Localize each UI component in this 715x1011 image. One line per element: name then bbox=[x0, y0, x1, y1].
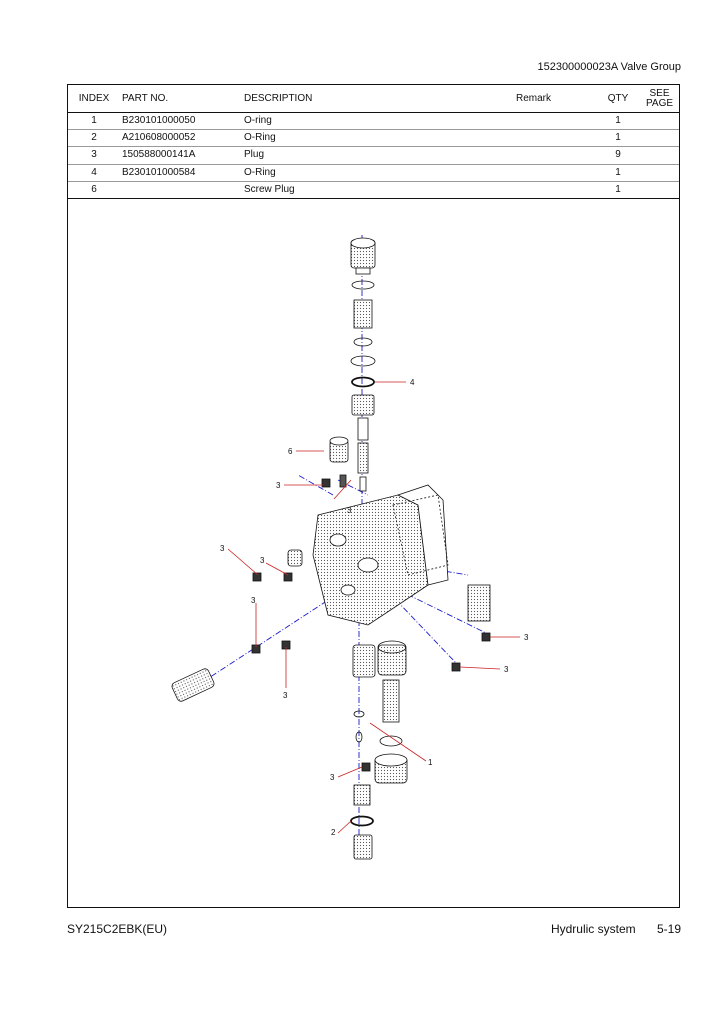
cell-see-page bbox=[640, 129, 679, 148]
cell-remark bbox=[514, 164, 596, 182]
col-qty: QTY bbox=[596, 85, 640, 113]
callout-3: 3 bbox=[504, 665, 509, 674]
table-header-row: INDEX PART NO. DESCRIPTION Remark QTY SE… bbox=[68, 85, 679, 113]
callout-3: 3 bbox=[330, 773, 335, 782]
cell-index: 4 bbox=[68, 164, 120, 182]
cell-qty: 1 bbox=[596, 181, 640, 199]
callout-3: 3 bbox=[524, 633, 529, 642]
valve-parts bbox=[171, 237, 491, 860]
cell-part-no: B230101000050 bbox=[120, 112, 242, 131]
cell-index: 1 bbox=[68, 112, 120, 131]
callout-labels: 4 6 3 3 3 3 3 3 3 3 3 1 2 bbox=[220, 378, 529, 837]
cell-description: O-Ring bbox=[242, 129, 514, 148]
callout-3: 3 bbox=[220, 544, 225, 553]
parts-table: INDEX PART NO. DESCRIPTION Remark QTY SE… bbox=[68, 85, 679, 199]
col-see-page-line2: PAGE bbox=[645, 97, 674, 109]
cell-remark bbox=[514, 181, 596, 199]
cell-qty: 9 bbox=[596, 146, 640, 165]
leader-lines bbox=[227, 381, 520, 834]
cell-index: 6 bbox=[68, 181, 120, 199]
cell-see-page bbox=[640, 164, 679, 182]
col-index: INDEX bbox=[68, 85, 120, 113]
callout-3: 3 bbox=[347, 506, 352, 515]
table-row: 6 Screw Plug 1 bbox=[68, 181, 679, 199]
callout-4: 4 bbox=[410, 378, 415, 387]
callout-2: 2 bbox=[331, 828, 336, 837]
col-see-page: SEE PAGE bbox=[640, 85, 679, 113]
cell-part-no: A210608000052 bbox=[120, 129, 242, 148]
footer-model: SY215C2EBK(EU) bbox=[67, 922, 168, 936]
col-description: DESCRIPTION bbox=[242, 85, 514, 113]
cell-remark bbox=[514, 112, 596, 131]
cell-qty: 1 bbox=[596, 164, 640, 182]
footer-section-name: Hydrulic system bbox=[550, 922, 636, 936]
page-header-title: 152300000023A Valve Group bbox=[537, 61, 681, 73]
cell-description: O-Ring bbox=[242, 164, 514, 182]
cell-index: 2 bbox=[68, 129, 120, 148]
callout-1: 1 bbox=[428, 758, 433, 767]
cell-description: O-ring bbox=[242, 112, 514, 131]
cell-qty: 1 bbox=[596, 112, 640, 131]
parts-frame: INDEX PART NO. DESCRIPTION Remark QTY SE… bbox=[67, 84, 680, 908]
cell-remark bbox=[514, 129, 596, 148]
col-remark: Remark bbox=[514, 85, 596, 113]
cell-index: 3 bbox=[68, 146, 120, 165]
callout-3: 3 bbox=[283, 691, 288, 700]
cell-part-no: B230101000584 bbox=[120, 164, 242, 182]
cell-remark bbox=[514, 146, 596, 165]
cell-see-page bbox=[640, 181, 679, 199]
cell-description: Screw Plug bbox=[242, 181, 514, 199]
col-see-page-line1: SEE bbox=[649, 87, 670, 99]
callout-3: 3 bbox=[276, 481, 281, 490]
footer-section: Hydrulic system 5-19 bbox=[551, 922, 681, 936]
footer-page-number: 5-19 bbox=[656, 922, 681, 936]
cell-see-page bbox=[640, 112, 679, 131]
callout-6: 6 bbox=[288, 447, 293, 456]
valve-exploded-drawing: 4 6 3 3 3 3 3 3 3 3 3 1 2 bbox=[171, 235, 529, 860]
cell-part-no bbox=[120, 181, 242, 199]
callout-3: 3 bbox=[260, 556, 265, 565]
col-part-no: PART NO. bbox=[120, 85, 242, 113]
cell-see-page bbox=[640, 146, 679, 165]
cell-qty: 1 bbox=[596, 129, 640, 148]
cell-part-no: 150588000141A bbox=[120, 146, 242, 165]
callout-3: 3 bbox=[251, 596, 256, 605]
cell-description: Plug bbox=[242, 146, 514, 165]
